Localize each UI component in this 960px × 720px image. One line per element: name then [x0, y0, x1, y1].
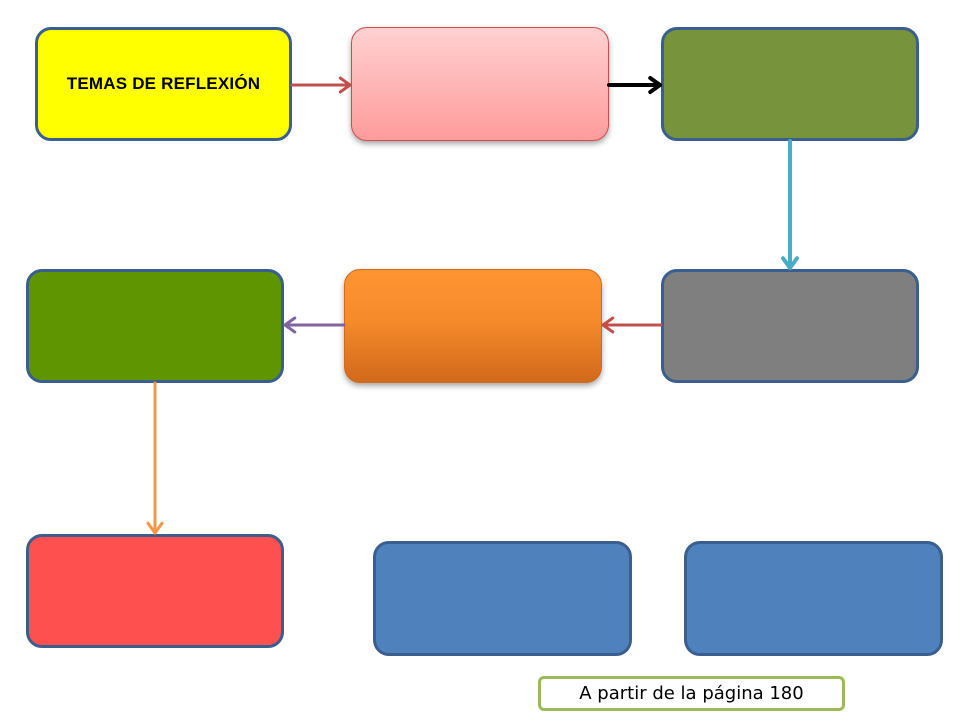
title-box[interactable]: TEMAS DE REFLEXIÓN [35, 27, 292, 141]
arrowhead-icon [338, 76, 352, 94]
green-box[interactable] [26, 269, 284, 383]
arrowhead-icon [781, 256, 799, 270]
red-box[interactable] [26, 534, 284, 648]
pink-box[interactable] [351, 27, 609, 141]
blue-box-left[interactable] [373, 541, 632, 656]
arrowhead-icon [146, 521, 164, 535]
olive-box[interactable] [661, 27, 919, 141]
arrowhead-icon [283, 316, 297, 334]
orange-box[interactable] [344, 269, 602, 383]
arrowhead-icon [648, 76, 662, 94]
title-text: TEMAS DE REFLEXIÓN [66, 74, 261, 93]
arrowhead-icon [601, 316, 615, 334]
blue-box-right[interactable] [684, 541, 943, 656]
page-note-text: A partir de la página 180 [579, 683, 804, 704]
page-note: A partir de la página 180 [538, 676, 845, 711]
grey-box[interactable] [661, 269, 919, 383]
